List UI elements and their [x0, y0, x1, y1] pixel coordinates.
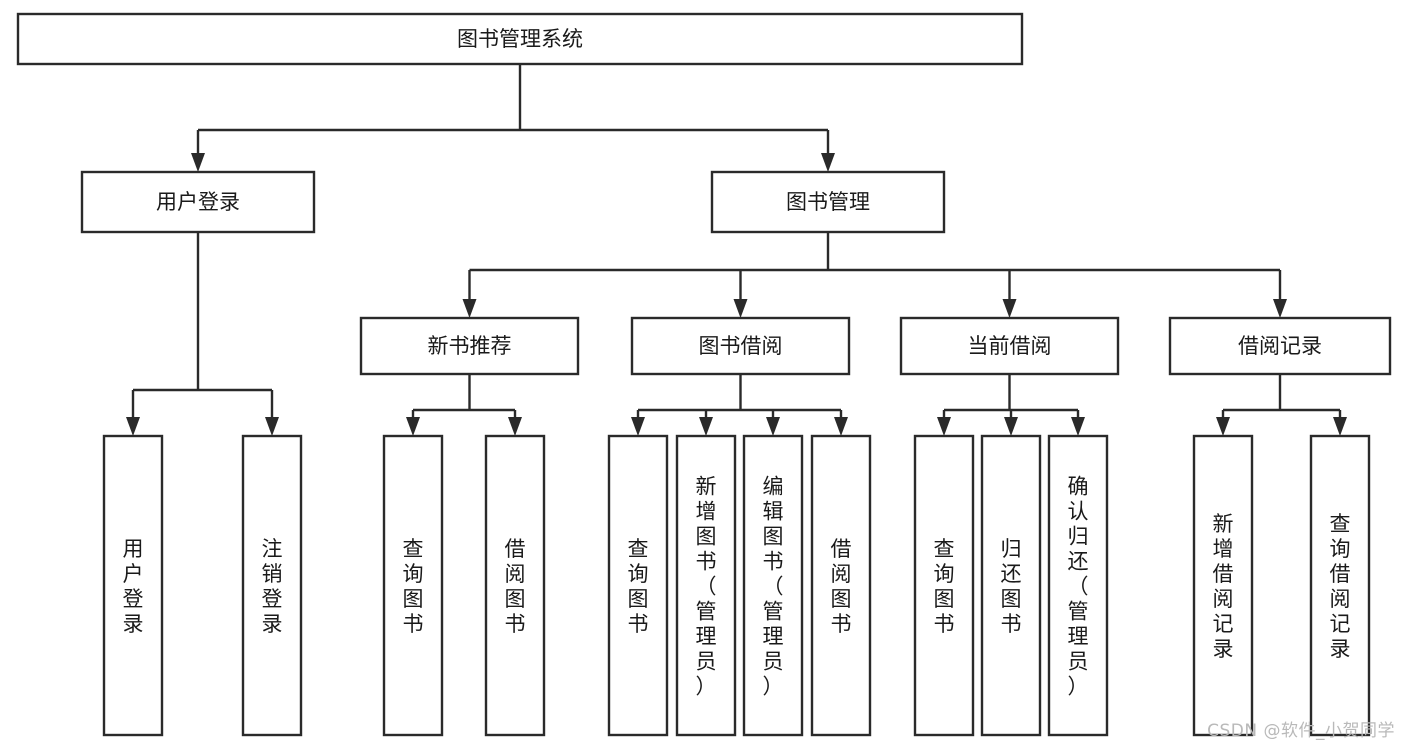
- node-label: 注销登录: [262, 537, 283, 636]
- node-box[interactable]: [742, 434, 804, 737]
- node-box[interactable]: [913, 434, 975, 737]
- node-label: 当前借阅: [968, 334, 1052, 358]
- node-label: 借阅图书: [505, 537, 526, 636]
- node-box[interactable]: [810, 434, 872, 737]
- arrow-head-icon: [406, 417, 420, 436]
- node-label: 新书推荐: [428, 334, 512, 358]
- arrow-head-icon: [1273, 299, 1287, 318]
- node-box[interactable]: [80, 170, 316, 234]
- node-leaf-2[interactable]: 查询图书: [382, 434, 444, 737]
- node-leaf-3[interactable]: 借阅图书: [484, 434, 546, 737]
- node-label: 归还图书: [1001, 537, 1022, 636]
- node-l3-2[interactable]: 当前借阅: [899, 316, 1120, 376]
- node-label: 借阅图书: [831, 537, 852, 636]
- node-l3-3[interactable]: 借阅记录: [1168, 316, 1392, 376]
- node-label: 用户登录: [156, 190, 240, 214]
- node-l2-0[interactable]: 用户登录: [80, 170, 316, 234]
- node-leaf-5[interactable]: 新增图书（管理员）: [675, 434, 737, 737]
- node-leaf-11[interactable]: 新增借阅记录: [1192, 434, 1254, 737]
- node-box[interactable]: [1168, 316, 1392, 376]
- node-leaf-8[interactable]: 查询图书: [913, 434, 975, 737]
- node-label: 查询图书: [934, 537, 955, 636]
- arrow-head-icon: [821, 153, 835, 172]
- node-box[interactable]: [359, 316, 580, 376]
- node-leaf-9[interactable]: 归还图书: [980, 434, 1042, 737]
- node-box[interactable]: [382, 434, 444, 737]
- arrow-head-icon: [462, 299, 477, 318]
- node-box[interactable]: [102, 434, 164, 737]
- node-label: 新增借阅记录: [1213, 512, 1234, 661]
- node-leaf-6[interactable]: 编辑图书（管理员）: [742, 434, 804, 737]
- node-label: 图书管理: [786, 190, 870, 214]
- node-label: 图书借阅: [699, 334, 783, 358]
- node-label: 查询图书: [403, 537, 424, 636]
- node-label: 用户登录: [123, 537, 144, 636]
- node-leaf-12[interactable]: 查询借阅记录: [1309, 434, 1371, 737]
- connectors-layer: [126, 64, 1347, 436]
- node-box[interactable]: [484, 434, 546, 737]
- watermark-text: CSDN @软件_小贺同学: [1207, 721, 1395, 741]
- node-box[interactable]: [241, 434, 303, 737]
- node-leaf-0[interactable]: 用户登录: [102, 434, 164, 737]
- arrow-head-icon: [1216, 417, 1230, 436]
- node-leaf-4[interactable]: 查询图书: [607, 434, 669, 737]
- arrow-head-icon: [631, 417, 645, 436]
- node-l3-0[interactable]: 新书推荐: [359, 316, 580, 376]
- node-label: 确认归还（管理员）: [1068, 475, 1089, 699]
- arrow-head-icon: [1002, 299, 1017, 318]
- nodes-layer: 图书管理系统用户登录图书管理新书推荐图书借阅当前借阅借阅记录用户登录注销登录查询…: [16, 12, 1392, 737]
- node-label: 图书管理系统: [457, 27, 583, 51]
- arrow-head-icon: [733, 299, 748, 318]
- arrow-head-icon: [508, 417, 522, 436]
- node-leaf-7[interactable]: 借阅图书: [810, 434, 872, 737]
- arrow-head-icon: [1071, 417, 1085, 436]
- node-label: 查询图书: [628, 537, 649, 636]
- arrow-head-icon: [1004, 417, 1018, 436]
- node-box[interactable]: [1309, 434, 1371, 737]
- node-box[interactable]: [980, 434, 1042, 737]
- node-label: 新增图书（管理员）: [696, 475, 717, 699]
- node-leaf-1[interactable]: 注销登录: [241, 434, 303, 737]
- node-label: 借阅记录: [1238, 334, 1322, 358]
- node-box[interactable]: [1192, 434, 1254, 737]
- node-box[interactable]: [710, 170, 946, 234]
- arrow-head-icon: [834, 417, 848, 436]
- node-box[interactable]: [16, 12, 1024, 66]
- node-box[interactable]: [630, 316, 851, 376]
- node-root-0[interactable]: 图书管理系统: [16, 12, 1024, 66]
- arrow-head-icon: [937, 417, 951, 436]
- node-l3-1[interactable]: 图书借阅: [630, 316, 851, 376]
- arrow-head-icon: [265, 417, 279, 436]
- node-label: 查询借阅记录: [1330, 512, 1351, 661]
- arrow-head-icon: [766, 417, 780, 436]
- node-box[interactable]: [675, 434, 737, 737]
- node-leaf-10[interactable]: 确认归还（管理员）: [1047, 434, 1109, 737]
- node-box[interactable]: [1047, 434, 1109, 737]
- node-box[interactable]: [899, 316, 1120, 376]
- arrow-head-icon: [126, 417, 140, 436]
- arrow-head-icon: [191, 153, 205, 172]
- arrow-head-icon: [1333, 417, 1347, 436]
- node-l2-1[interactable]: 图书管理: [710, 170, 946, 234]
- node-label: 编辑图书（管理员）: [763, 475, 784, 699]
- arrow-head-icon: [699, 417, 713, 436]
- node-box[interactable]: [607, 434, 669, 737]
